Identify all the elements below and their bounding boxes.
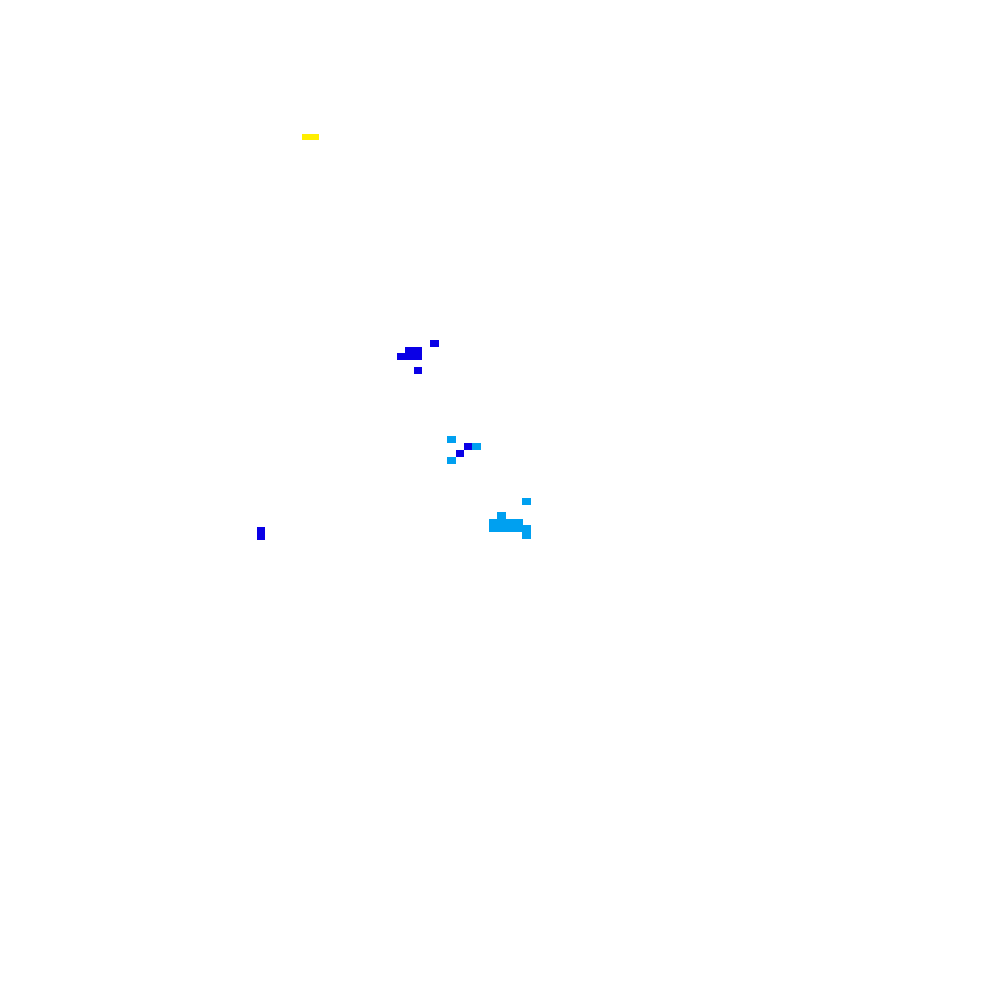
yellow-mark <box>302 134 319 140</box>
blue-pixel <box>430 340 439 347</box>
light-blue-pixel <box>497 512 506 519</box>
blue-mark <box>257 527 265 540</box>
light-blue-pixel <box>447 457 456 464</box>
blue-pixel <box>414 367 422 374</box>
light-blue-pixel <box>522 525 531 539</box>
blue-pixel <box>405 347 422 360</box>
blue-pixel <box>397 353 407 360</box>
light-blue-pixel <box>489 519 523 532</box>
light-blue-pixel <box>447 436 456 443</box>
blue-pixel <box>456 450 464 457</box>
light-blue-pixel <box>472 443 481 450</box>
blue-pixel <box>464 443 472 450</box>
light-blue-pixel <box>522 498 531 505</box>
